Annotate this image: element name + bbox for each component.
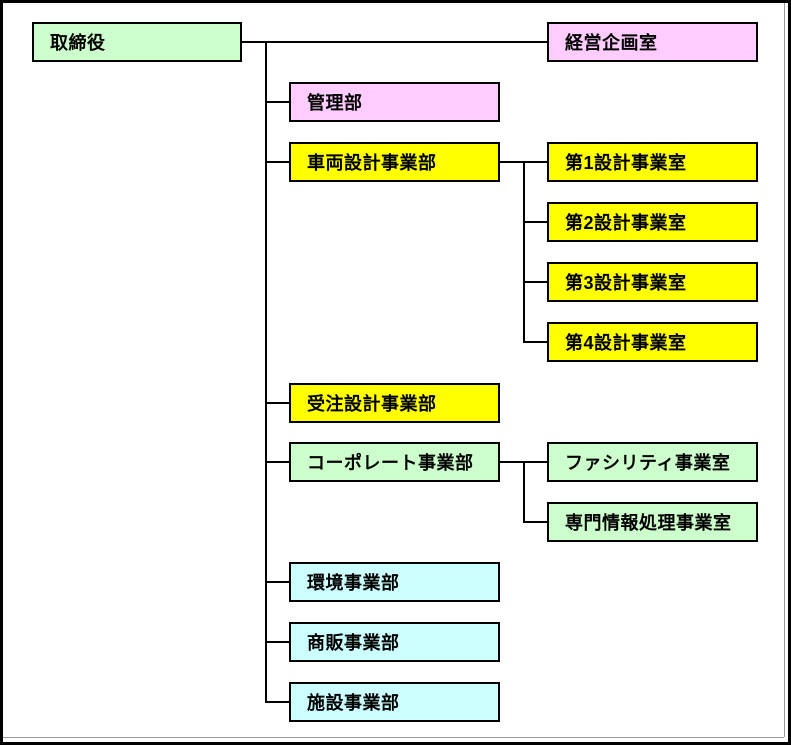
connector-line xyxy=(523,341,549,343)
org-node-label: 第3設計事業室 xyxy=(565,273,687,293)
org-node-label: ファシリティ事業室 xyxy=(565,453,731,473)
org-node-corp-planning: 経営企画室 xyxy=(547,22,758,62)
connector-line xyxy=(265,581,291,583)
connector-line xyxy=(523,521,549,523)
org-node-label: 第2設計事業室 xyxy=(565,213,687,233)
org-node-board: 取締役 xyxy=(32,22,242,62)
org-node-vehicle-design: 車両設計事業部 xyxy=(289,142,500,182)
org-node-label: 環境事業部 xyxy=(307,573,400,593)
org-node-label: 第4設計事業室 xyxy=(565,333,687,353)
org-node-label: 施設事業部 xyxy=(307,693,400,713)
connector-line xyxy=(265,101,291,103)
org-node-label: 専門情報処理事業室 xyxy=(565,513,732,533)
connector-line xyxy=(523,461,525,523)
connector-line xyxy=(265,701,291,703)
org-node-sales: 商販事業部 xyxy=(289,622,500,662)
org-node-label: コーポレート事業部 xyxy=(307,453,474,473)
connector-line xyxy=(523,281,549,283)
org-node-label: 車両設計事業部 xyxy=(307,153,437,173)
connector-line xyxy=(265,402,291,404)
org-node-design-office-1: 第1設計事業室 xyxy=(547,142,758,182)
org-node-facilities: 施設事業部 xyxy=(289,682,500,722)
org-node-facility-office: ファシリティ事業室 xyxy=(547,442,758,482)
connector-line xyxy=(265,461,291,463)
org-node-label: 第1設計事業室 xyxy=(565,153,687,173)
org-node-label: 受注設計事業部 xyxy=(307,394,437,414)
connector-line xyxy=(265,161,291,163)
connector-line xyxy=(265,41,267,703)
org-node-label: 商販事業部 xyxy=(307,633,400,653)
connector-line xyxy=(242,41,547,43)
org-node-design-office-2: 第2設計事業室 xyxy=(547,202,758,242)
connector-line xyxy=(523,221,549,223)
org-node-order-design: 受注設計事業部 xyxy=(289,383,500,423)
drawing-area-edge-right xyxy=(784,3,785,737)
org-node-label: 管理部 xyxy=(307,93,363,113)
org-node-info-processing: 専門情報処理事業室 xyxy=(547,502,758,542)
org-node-label: 経営企画室 xyxy=(565,33,658,53)
org-node-corporate: コーポレート事業部 xyxy=(289,442,500,482)
org-node-design-office-4: 第4設計事業室 xyxy=(547,322,758,362)
connector-line xyxy=(265,641,291,643)
org-node-design-office-3: 第3設計事業室 xyxy=(547,262,758,302)
org-node-label: 取締役 xyxy=(50,33,106,53)
connector-line xyxy=(523,161,525,343)
org-node-environment: 環境事業部 xyxy=(289,562,500,602)
drawing-area-edge-bottom xyxy=(3,737,784,738)
org-node-admin: 管理部 xyxy=(289,82,500,122)
